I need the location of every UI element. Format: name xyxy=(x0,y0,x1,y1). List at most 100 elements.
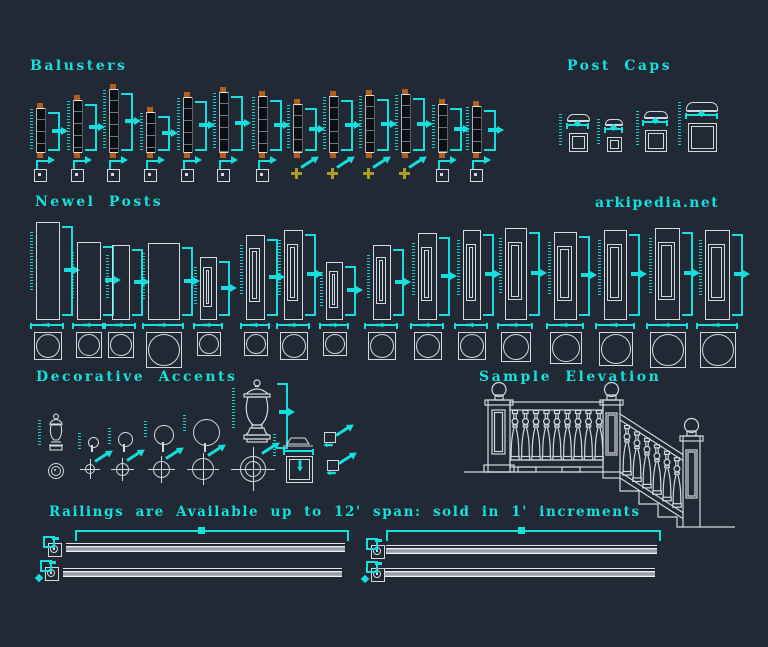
newel-post-panel-inner xyxy=(469,247,473,298)
drawing-fragment xyxy=(171,128,178,137)
newel-post-panel-inner xyxy=(206,269,209,304)
newel-post-code-label xyxy=(71,252,74,300)
baluster-bottom-cap xyxy=(402,153,408,158)
newel-post-code-label xyxy=(457,240,460,295)
height-arrow-icon xyxy=(235,118,251,127)
drawing-fragment xyxy=(454,126,463,131)
plan-width-arrow-icon xyxy=(202,322,213,328)
drawing-fragment xyxy=(471,322,476,328)
height-arrow-icon xyxy=(199,121,215,129)
height-arrow-icon xyxy=(488,125,504,134)
post-cap-plan-square xyxy=(568,133,588,152)
drawing-fragment xyxy=(269,274,278,279)
newel-post-figure xyxy=(655,228,680,320)
drawing-fragment xyxy=(488,127,497,132)
leader-arrow-icon xyxy=(372,158,387,169)
plan-width-arrow-icon xyxy=(328,322,339,328)
newel-post-code-label xyxy=(649,238,652,294)
fitting-figure xyxy=(324,432,336,443)
drawing-fragment xyxy=(734,272,743,276)
plan-leader-arrow-icon xyxy=(36,156,55,169)
newel-post-plan-square xyxy=(413,332,442,360)
height-arrow-icon xyxy=(221,283,237,292)
ball-finial-figure xyxy=(154,425,174,445)
leader-arrow-icon xyxy=(336,158,351,169)
drawing-fragment xyxy=(515,322,520,328)
drawing-fragment xyxy=(283,120,290,129)
leader-arrow-icon xyxy=(338,454,353,465)
drawing-fragment xyxy=(571,136,585,149)
callout-tick-icon xyxy=(375,562,382,565)
rail-profile-square xyxy=(371,568,385,582)
drawing-fragment xyxy=(163,322,168,328)
callout-box-icon xyxy=(43,536,55,548)
ball-finial-stem xyxy=(91,444,93,452)
rail-bar-figure xyxy=(63,568,342,577)
baluster-code-label xyxy=(359,96,362,150)
sample-elevation-drawing xyxy=(464,381,735,528)
height-arrow-icon xyxy=(345,120,361,129)
drawing-fragment xyxy=(450,156,457,164)
post-cap-code-label xyxy=(558,114,562,146)
drawing-fragment xyxy=(503,334,529,360)
drawing-fragment xyxy=(485,272,494,276)
baluster-bottom-cap xyxy=(439,153,445,158)
height-arrow-icon xyxy=(684,269,700,277)
plan-width-arrow-icon xyxy=(158,322,168,328)
drawing-fragment xyxy=(134,117,141,125)
newel-post-panel-inner xyxy=(252,251,257,299)
baluster-top-cap xyxy=(366,90,372,95)
newel-post-panel xyxy=(329,270,338,308)
newel-post-figure xyxy=(554,232,577,320)
post-cap-code-label xyxy=(636,111,639,146)
drawing-fragment xyxy=(330,471,336,475)
drawing-fragment xyxy=(559,323,566,327)
drawing-fragment xyxy=(48,156,55,164)
plan-width-arrow-icon xyxy=(609,322,620,328)
baluster-code-label xyxy=(103,90,106,150)
rail-profile-square xyxy=(371,545,385,559)
drawing-fragment xyxy=(307,272,316,276)
newel-post-panel-inner xyxy=(332,273,335,305)
baluster-plan-square xyxy=(256,169,269,182)
baluster-code-label xyxy=(213,93,216,150)
drawing-fragment xyxy=(609,140,619,149)
drawing-fragment xyxy=(162,130,171,135)
drawing-fragment xyxy=(293,322,298,328)
drawing-fragment xyxy=(426,119,433,128)
drawing-fragment xyxy=(693,269,700,277)
plan-width-arrow-icon xyxy=(42,322,52,328)
drawing-fragment xyxy=(427,322,432,328)
large-urn-finial-figure xyxy=(239,379,275,453)
drawing-fragment xyxy=(494,270,501,278)
install-point-cross-icon xyxy=(363,168,374,179)
drawing-fragment xyxy=(125,119,134,123)
baluster-figure xyxy=(36,108,46,153)
drawing-fragment xyxy=(235,120,244,125)
accent-code-label xyxy=(182,414,186,433)
rail-profile-dot xyxy=(376,550,378,552)
newel-post-figure xyxy=(284,230,303,320)
drawing-fragment xyxy=(199,123,208,127)
drawing-fragment xyxy=(270,156,277,164)
newel-post-panel xyxy=(376,256,386,304)
drawing-fragment xyxy=(278,272,285,281)
baluster-code-label xyxy=(67,101,70,150)
newel-post-panel-inner xyxy=(661,245,672,298)
newel-posts-title: Newel Posts xyxy=(35,194,164,210)
ball-finial-figure xyxy=(192,418,220,446)
drawing-fragment xyxy=(318,124,325,133)
drawing-fragment xyxy=(297,466,303,472)
rail-profile-square xyxy=(45,567,59,581)
drawing-fragment xyxy=(390,120,397,128)
drawing-fragment xyxy=(279,410,288,414)
newel-post-plan-square xyxy=(196,332,221,356)
leader-arrow-icon xyxy=(300,158,315,169)
drawing-fragment xyxy=(404,277,411,286)
post-cap-plan-square xyxy=(645,130,667,152)
drawing-fragment xyxy=(221,285,230,290)
newel-post-figure xyxy=(418,233,437,320)
drawing-fragment xyxy=(98,122,105,131)
drawing-fragment xyxy=(121,156,128,164)
install-point-cross-icon xyxy=(327,168,338,179)
